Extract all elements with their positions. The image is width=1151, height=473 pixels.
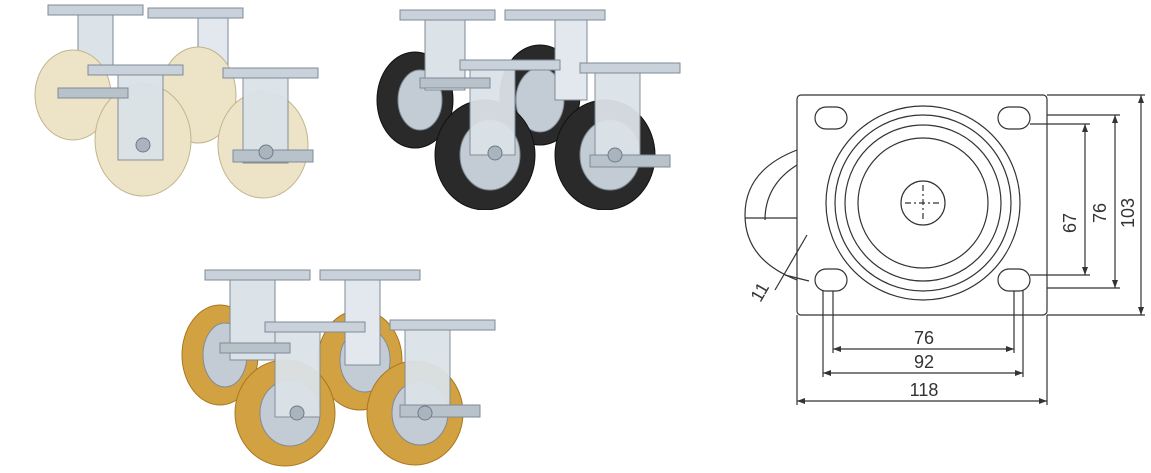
- caster-front-left: [219, 321, 366, 467]
- slot-bottom-left: [814, 268, 848, 292]
- dim-label-118: 118: [910, 380, 939, 400]
- dim-label-103: 103: [1118, 198, 1138, 228]
- dim-line-11: [774, 234, 808, 291]
- rubber-caster-set-image: [376, 9, 681, 211]
- caster-front-right: [366, 319, 496, 466]
- nylon-caster-set: [18, 0, 338, 205]
- slot-bottom-right: [997, 268, 1031, 292]
- caster-front-left: [419, 59, 561, 211]
- dim-label-11: 11: [746, 279, 773, 305]
- caster-front-right: [554, 62, 681, 211]
- wheel-profile-inner: [764, 164, 798, 221]
- slot-top-left: [814, 106, 848, 130]
- pu-caster-set: [175, 265, 505, 468]
- dim-label-67: 67: [1060, 213, 1080, 233]
- top-plate-drawing-svg: 67 76 103 11 76 92 118: [744, 94, 1147, 405]
- caster-back-right: [317, 269, 421, 411]
- dim-label-76-vertical: 76: [1090, 203, 1110, 223]
- caster-front-left: [57, 64, 192, 197]
- wheel-profile-outline: [744, 149, 798, 281]
- mounting-plate: [796, 94, 1048, 316]
- caster-front-right: [217, 67, 319, 199]
- nylon-caster-set-image: [34, 4, 319, 199]
- swivel-outer-ring: [825, 105, 1021, 301]
- rubber-caster-set: [365, 5, 690, 211]
- top-plate-technical-drawing: 67 76 103 11 76 92 118: [735, 85, 1147, 405]
- dim-label-76-horizontal: 76: [914, 328, 934, 348]
- slot-top-right: [997, 106, 1031, 130]
- pu-caster-set-image: [181, 269, 496, 467]
- dim-label-92: 92: [914, 352, 934, 372]
- center-boss: [900, 180, 946, 226]
